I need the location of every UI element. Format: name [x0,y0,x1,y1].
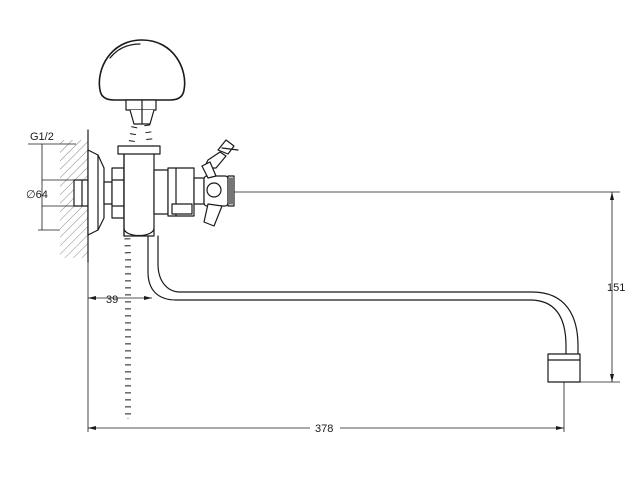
handle-knurl [229,177,233,205]
cross-handle [201,161,235,227]
height-label: 151 [607,282,625,294]
dimension-offset: 39 [87,262,152,432]
thread-label: G1/2 [30,131,54,143]
diameter-label: ∅64 [26,189,48,201]
offset-label: 39 [106,294,118,306]
dimension-length: 378 [88,382,565,435]
shower-head [98,39,186,125]
dimension-thread: G1/2 ∅64 [26,131,76,231]
length-label: 378 [315,423,333,435]
dimension-height: 151 [234,191,625,383]
spout [147,235,581,383]
mixer-body [111,145,205,237]
